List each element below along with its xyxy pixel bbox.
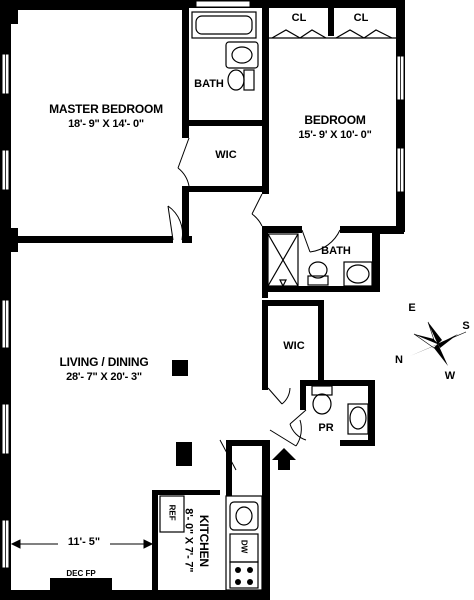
bath-1-label: BATH: [194, 78, 224, 90]
living-dining-dims: 28'- 7" X 20'- 3": [66, 371, 142, 383]
bedroom-dims: 15'- 9' X 10'- 0": [298, 129, 372, 141]
kitchen-fixtures: [159, 495, 263, 591]
closet-1-label: CL: [291, 12, 307, 24]
compass-south: S: [462, 320, 470, 332]
dishwasher-label: DW: [239, 539, 249, 554]
bath-2-label: BATH: [321, 245, 351, 257]
living-dining-label: LIVING / DINING: [59, 355, 149, 369]
closet-doors: [269, 29, 396, 39]
living-width-dimension: 11'- 5": [58, 536, 110, 549]
fireplace-label: DEC FP: [66, 569, 96, 578]
wic-2-label: WIC: [283, 340, 305, 352]
master-bedroom-label: MASTER BEDROOM: [49, 102, 163, 116]
compass-west: W: [444, 370, 456, 382]
interior-walls: [11, 8, 380, 592]
bath-1-fixtures: [191, 11, 259, 91]
bath-2-fixtures: [267, 233, 373, 288]
kitchen-label: KITCHEN: [196, 514, 211, 567]
kitchen-dims: 8'- 0" X 7'- 7": [182, 508, 195, 573]
bedroom-label: BEDROOM: [304, 113, 366, 127]
door-swings: [167, 137, 341, 471]
refrigerator-label: REF: [167, 504, 177, 521]
master-bedroom-dims: 18'- 9" X 14'- 0": [68, 118, 144, 130]
compass-north: N: [395, 354, 403, 366]
pr-fixtures: [311, 385, 369, 435]
entrance-arrow: [272, 448, 296, 470]
wic-1-label: WIC: [215, 149, 237, 161]
compass-east: E: [408, 302, 416, 314]
powder-room-label: PR: [318, 422, 334, 434]
closet-2-label: CL: [353, 12, 369, 24]
compass-rose: [410, 321, 467, 366]
